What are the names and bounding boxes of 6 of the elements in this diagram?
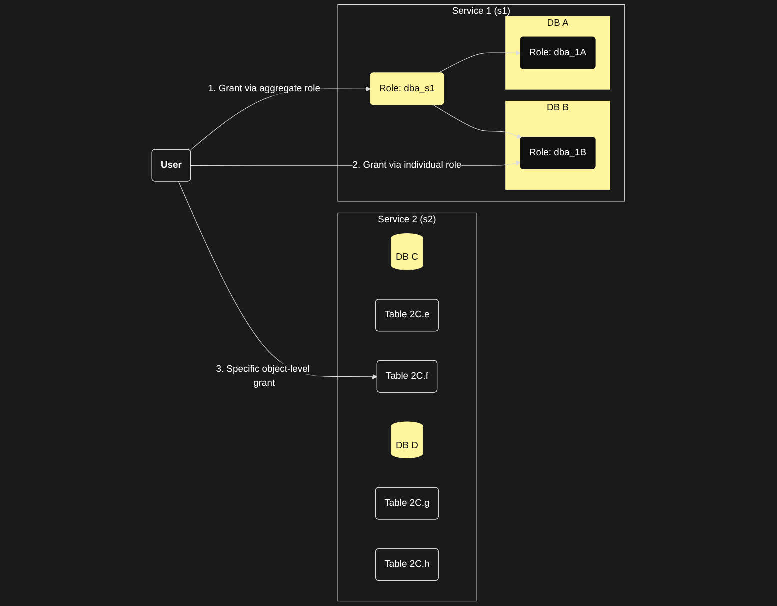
edge-label: 2. Grant via individual role [352, 160, 462, 170]
arrow [438, 50, 522, 74]
edge-label: 1. Grant via aggregate role [208, 84, 320, 94]
edge-label: 3. Specific object-level grant [216, 364, 310, 388]
arrow [178, 181, 378, 380]
arrow [433, 104, 522, 139]
